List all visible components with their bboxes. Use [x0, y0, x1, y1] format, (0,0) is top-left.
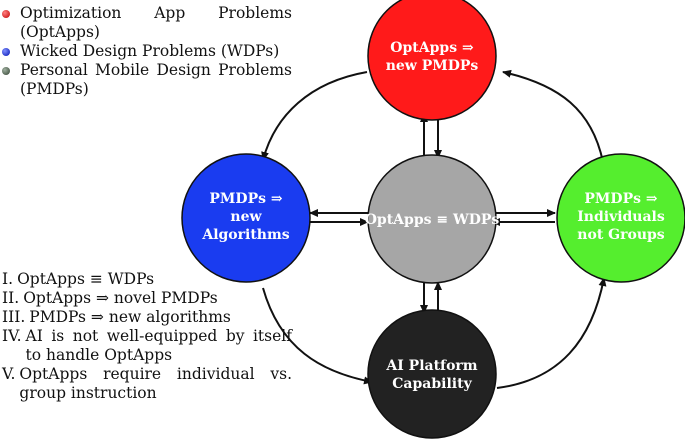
finding-item: I. OptApps ≡ WDPs [2, 270, 292, 289]
finding-item: V. OptApps require individual vs. group … [2, 365, 292, 403]
finding-number: IV. [2, 327, 22, 345]
finding-number: I. [2, 270, 14, 288]
node-bottom: AI Platform Capability [367, 309, 497, 439]
arrow-left-to-bottom [262, 287, 373, 385]
node-center-line-1: OptApps ≡ WDPs [365, 212, 500, 228]
finding-item: IV. AI is not well-equipped by itself to… [2, 327, 292, 365]
node-left: PMDPs ⇒ new Algorithms [181, 153, 311, 283]
legend-label: Personal Mobile Design Problems (PMDPs) [20, 61, 292, 98]
node-right-line-3: not Groups [577, 227, 664, 243]
finding-text: AI is not well-equipped by itself to han… [25, 327, 292, 364]
node-bottom-line-1: AI Platform [385, 358, 477, 374]
node-left-circle [181, 153, 311, 283]
legend-item-optapps: Optimization App Problems (OptApps) [0, 4, 292, 42]
node-left-line-3: Algorithms [201, 227, 289, 243]
finding-number: III. [2, 308, 26, 326]
node-center: OptApps ≡ WDPs [365, 154, 500, 284]
legend-item-wdps: Wicked Design Problems (WDPs) [0, 42, 292, 61]
node-center-circle [367, 154, 497, 284]
gray-dot-icon [2, 67, 10, 75]
node-right-line-1: PMDPs ⇒ [584, 191, 657, 207]
node-right: PMDPs ⇒ Individuals not Groups [556, 153, 685, 283]
finding-text: OptApps require individual vs. group ins… [19, 365, 292, 402]
arrow-top-to-left [261, 71, 368, 161]
finding-text: PMDPs ⇒ new algorithms [29, 308, 231, 326]
node-top-line-2: new PMDPs [386, 58, 479, 74]
node-right-circle [556, 153, 685, 283]
findings-list: I. OptApps ≡ WDPs II. OptApps ⇒ novel PM… [2, 270, 292, 403]
finding-number: V. [2, 365, 16, 383]
red-dot-icon [2, 10, 10, 18]
node-bottom-line-2: Capability [392, 376, 472, 392]
finding-number: II. [2, 289, 20, 307]
node-top-circle [367, 0, 497, 121]
legend-item-pmdps: Personal Mobile Design Problems (PMDPs) [0, 61, 292, 99]
legend-label: Optimization App Problems (OptApps) [20, 4, 292, 41]
legend-label: Wicked Design Problems (WDPs) [20, 42, 280, 60]
finding-text: OptApps ⇒ novel PMDPs [23, 289, 218, 307]
node-right-line-2: Individuals [577, 209, 665, 225]
node-top-line-1: OptApps ⇒ [390, 40, 474, 56]
node-top: OptApps ⇒ new PMDPs [367, 0, 497, 121]
blue-dot-icon [2, 48, 10, 56]
finding-item: II. OptApps ⇒ novel PMDPs [2, 289, 292, 308]
node-bottom-circle [367, 309, 497, 439]
arrow-bottom-to-right [496, 277, 607, 389]
legend: Optimization App Problems (OptApps) Wick… [0, 4, 292, 99]
finding-item: III. PMDPs ⇒ new algorithms [2, 308, 292, 327]
node-left-line-2: new [230, 209, 262, 225]
arrow-right-to-top [502, 69, 604, 163]
finding-text: OptApps ≡ WDPs [17, 270, 155, 288]
node-left-line-1: PMDPs ⇒ [209, 191, 282, 207]
